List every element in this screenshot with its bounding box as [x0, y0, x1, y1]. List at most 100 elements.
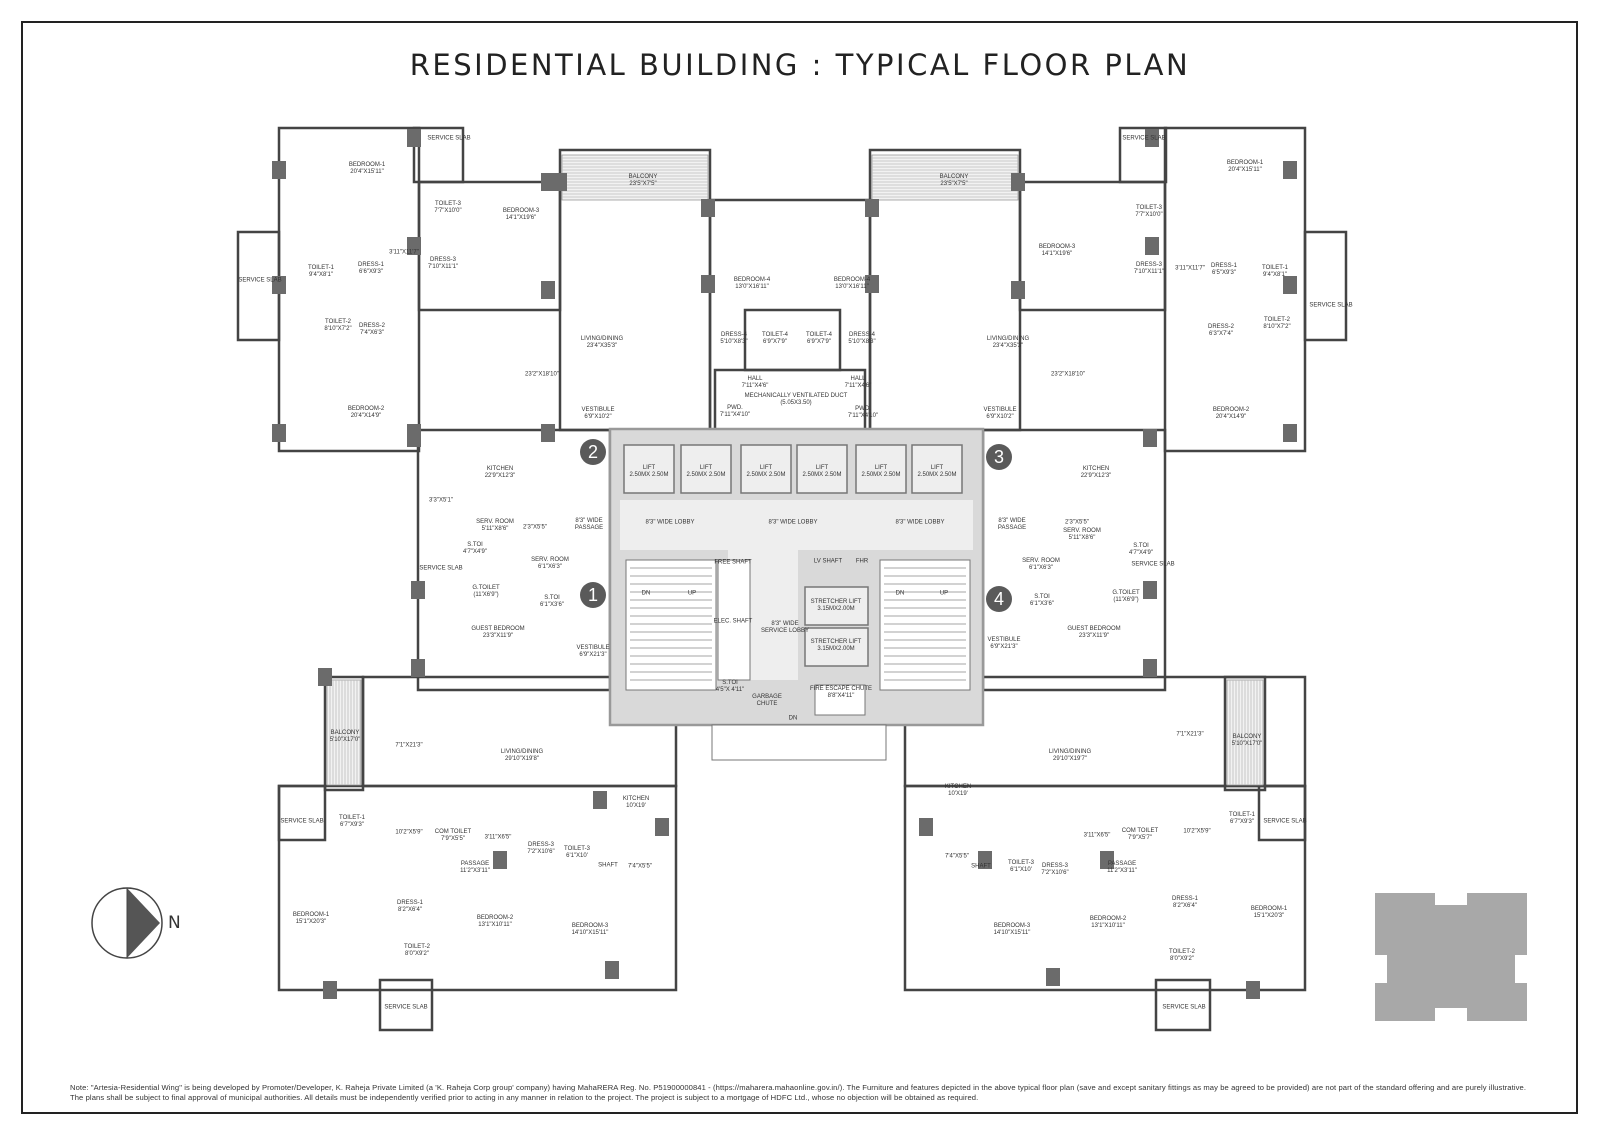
room-wall — [412, 126, 465, 184]
room-dimensions: 7'7"X10'0" — [1135, 212, 1163, 218]
room-wall — [1118, 126, 1168, 184]
room-name: SERVICE SLAB — [1309, 302, 1353, 309]
room-dimensions: 7'1"X21'3" — [395, 742, 423, 749]
room-name: VESTIBULE — [581, 407, 615, 413]
column — [272, 424, 286, 442]
compass-icon — [91, 887, 163, 959]
room-label: 3'11"X11'7" — [389, 250, 419, 257]
balcony — [871, 154, 1019, 201]
room-name: 8'3" WIDE — [575, 518, 603, 524]
room-name: DRESS-3 — [429, 257, 457, 263]
room-dimensions: 3'11"X11'7" — [389, 249, 419, 256]
lift-shaft — [855, 444, 907, 494]
room-name: BEDROOM-3 — [502, 208, 540, 214]
room-name: PWD. — [855, 406, 871, 412]
room-dimensions: 15'1"X20'3" — [1253, 913, 1285, 919]
column — [272, 276, 286, 294]
room-dimensions: 2'3"X5'5" — [523, 524, 547, 531]
column — [1246, 981, 1260, 999]
room-name: LIVING/DINING — [580, 336, 624, 342]
column — [272, 161, 286, 179]
room-label: 8'3" WIDE LOBBY — [896, 520, 945, 527]
room-name: PASSAGE — [1107, 861, 1137, 867]
lift-shaft — [740, 444, 792, 494]
lift-shaft — [796, 444, 848, 494]
staircase — [625, 559, 717, 691]
room-name: 8'3" WIDE — [998, 518, 1026, 524]
room-name: DN — [895, 590, 905, 597]
room-wall — [1303, 230, 1348, 342]
room-label: 10'2"X5'9" — [1183, 829, 1210, 836]
room-dimensions: 6'9"X10'2" — [986, 414, 1014, 420]
room-name: SERVICE SLAB — [1122, 135, 1166, 142]
room-name: S.TOI — [544, 595, 560, 601]
room-name: LIFT — [874, 465, 888, 471]
room-label: LV SHAFT — [814, 559, 842, 566]
room-name: BEDROOM-1 — [292, 912, 330, 918]
room-name: BALCONY — [330, 730, 360, 736]
page-border — [21, 21, 1578, 1114]
column — [919, 818, 933, 836]
room-name: S.TOI — [467, 542, 483, 548]
room-dimensions: 11'2"X3'11" — [1107, 868, 1137, 874]
room-dimensions: 6'1"X6'3" — [1029, 565, 1053, 571]
room-dimensions: 23'4"X35'3" — [992, 343, 1024, 349]
room-dimensions: 10'X19' — [626, 803, 646, 809]
room-name: TOILET-2 — [1264, 317, 1290, 323]
room-name: VESTIBULE — [983, 407, 1017, 413]
column — [407, 129, 421, 147]
room-label: FREE SHAFT — [714, 560, 751, 567]
disclaimer-note: Note: "Artesia-Residential Wing" is bein… — [70, 1083, 1527, 1102]
room-label: 2'3"X5'5" — [1065, 520, 1089, 527]
room-dimensions: 20'4"X15'11" — [350, 169, 384, 175]
room-dimensions: 8'0"X9'2" — [1170, 956, 1194, 962]
room-label: 2'3"X5'5" — [523, 525, 547, 532]
room-dimensions: 10'2"X5'9" — [395, 829, 423, 836]
room-dimensions: 23'3"X11'9" — [1078, 633, 1110, 639]
room-name: TOILET-4 — [806, 332, 832, 338]
room-dimensions: 8'2"X6'4" — [398, 907, 422, 913]
room-name: DRESS-3 — [527, 842, 554, 848]
compass-north-label: N — [168, 913, 181, 933]
room-label: DN — [896, 591, 905, 598]
room-name: LIFT — [759, 465, 773, 471]
room-label: 23'2"X18'10" — [1051, 372, 1085, 379]
room-wall — [1223, 675, 1267, 792]
room-name: HALL — [850, 376, 866, 382]
column — [1143, 429, 1157, 447]
lobby — [620, 500, 973, 550]
room-dimensions: 23'2"X18'10" — [525, 371, 559, 378]
room-dimensions: 29'10"X19'7" — [1053, 756, 1087, 762]
room-label: 3'11"X6'5" — [1084, 833, 1111, 840]
room-label: 23'2"X18'10" — [525, 372, 559, 379]
column — [1143, 581, 1157, 599]
column — [1046, 968, 1060, 986]
room-dimensions: 6'1"X3'6" — [540, 602, 564, 608]
room-name: COM TOILET — [434, 829, 472, 835]
room-name: 8'3" WIDE LOBBY — [768, 519, 818, 526]
room-name: LIFT — [815, 465, 829, 471]
column — [1283, 424, 1297, 442]
room-label: 3'3"X5'1" — [429, 498, 453, 505]
room-wall — [1154, 978, 1212, 1032]
room-dimensions: 2.50MX 2.50M — [802, 472, 842, 478]
room-name: LIVING/DINING — [500, 749, 544, 755]
